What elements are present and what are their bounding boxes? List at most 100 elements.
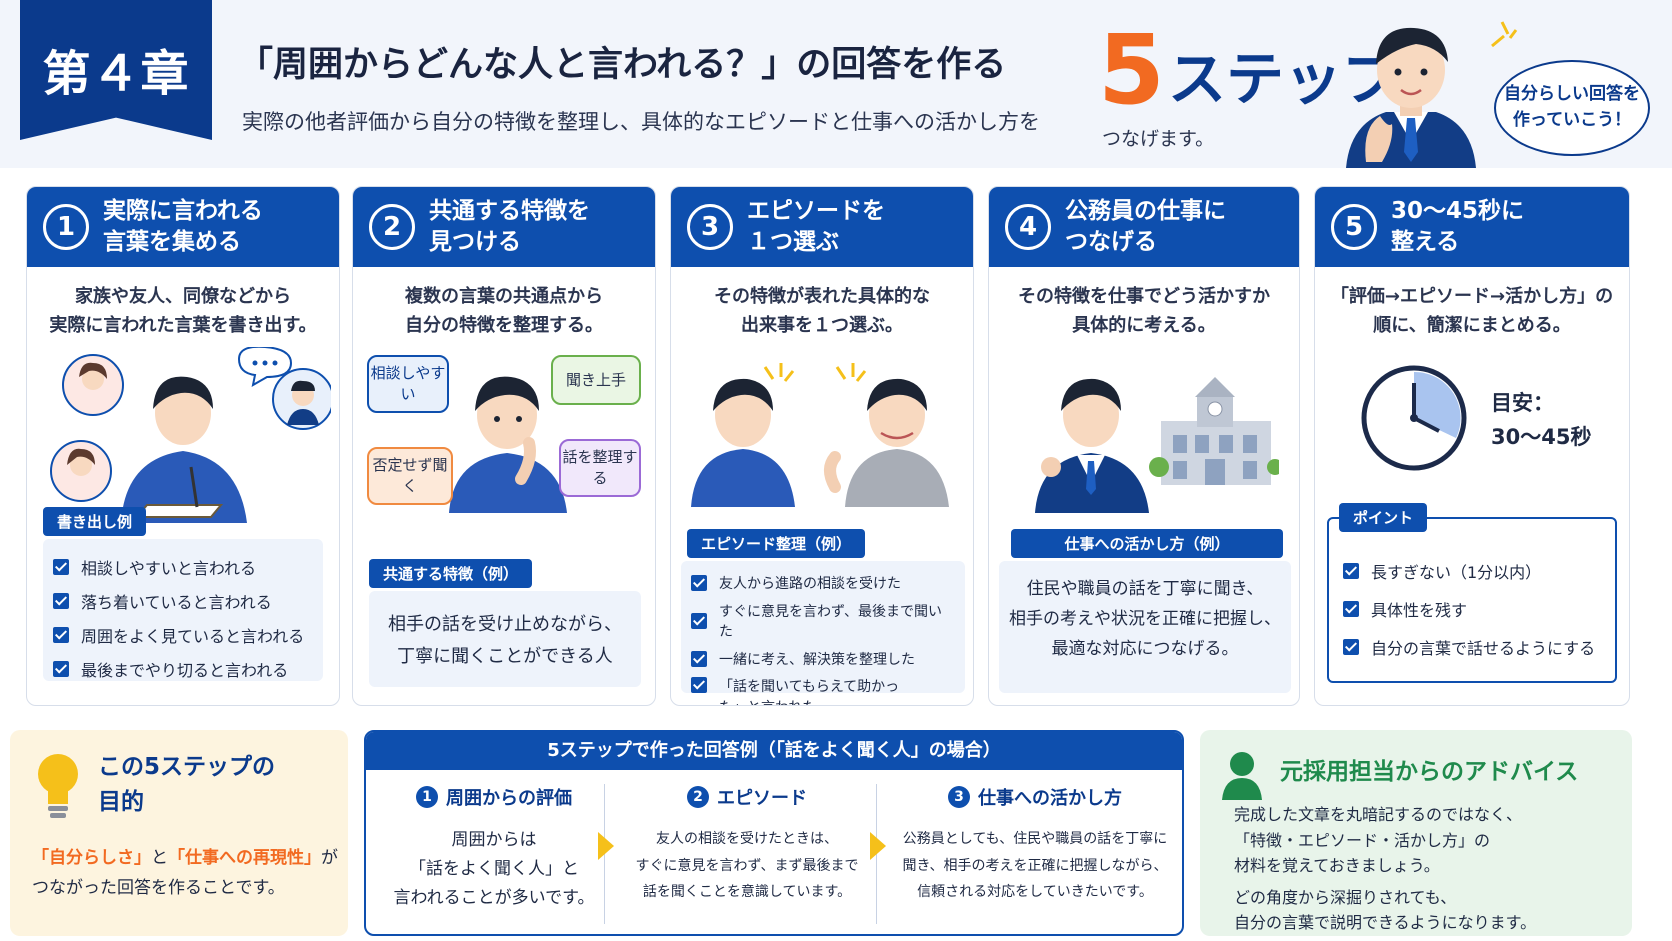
- step-tag: 仕事への活かし方（例）: [1011, 529, 1283, 558]
- step-word: ステップ: [1168, 45, 1401, 113]
- page-title: 「周囲からどんな人と言われる？」の回答を作る: [238, 45, 1007, 85]
- chapter-badge: 第４章: [20, 0, 212, 140]
- example-title: 5ステップで作った回答例（「話をよく聞く人」の場合）: [366, 732, 1182, 770]
- guide-label: 目安：: [1491, 391, 1554, 415]
- check-icon: [1343, 563, 1359, 579]
- bubble-organize: 話を整理する: [559, 439, 641, 497]
- step-header: 1 実際に言われる言葉を集める: [27, 187, 339, 267]
- step-title: 公務員の仕事につなげる: [1065, 197, 1226, 255]
- check-icon: [1343, 639, 1359, 655]
- speech-bubble: 自分らしい回答を 作っていこう！: [1494, 60, 1650, 156]
- purpose-box: この5ステップの目的 「自分らしさ」と「仕事への再現性」が つながった回答を作る…: [10, 730, 348, 936]
- episode-checklist: 友人から進路の相談を受けた すぐに意見を言わず、最後まで聞いた 一緒に考え、解決…: [681, 561, 965, 705]
- step-number: 5: [1331, 204, 1377, 250]
- step-number: 4: [1005, 204, 1051, 250]
- arrow-right-icon: [870, 832, 886, 860]
- guide-value: 30～45秒: [1491, 424, 1592, 449]
- bubble-consult: 相談しやすい: [367, 355, 449, 413]
- point-item: 自分の言葉で話せるようにする: [1343, 635, 1601, 659]
- purpose-title: この5ステップの目的: [98, 754, 276, 815]
- step-title: 実際に言われる言葉を集める: [103, 197, 263, 255]
- step-tag: 書き出し例: [43, 507, 147, 536]
- step-tag: 共通する特徴（例）: [369, 559, 533, 588]
- lightbulb-icon: [38, 754, 78, 818]
- application-box: 住民や職員の話を丁寧に聞き、相手の考えや状況を正確に把握し、最適な対応につなげる…: [999, 561, 1291, 693]
- checklist-item: 「話を聞いてもらえて助かった」と言われた: [691, 677, 955, 705]
- bubble-line: 自分らしい回答を: [1504, 84, 1640, 104]
- checklist-item: 周囲をよく見ていると言われる: [53, 623, 313, 647]
- step-card-2: 2 共通する特徴を見つける 複数の言葉の共通点から自分の特徴を整理する。 相談し…: [352, 186, 656, 706]
- bubble-line: 作っていこう！: [1512, 109, 1632, 130]
- example-num-badge: 3: [948, 786, 970, 808]
- checklist-item: 友人から進路の相談を受けた: [691, 573, 955, 593]
- step-header: 2 共通する特徴を見つける: [353, 187, 655, 267]
- person-silhouette-icon: [1222, 752, 1262, 800]
- step-header: 5 30～45秒に整える: [1315, 187, 1629, 267]
- feature-box: 相手の話を受け止めながら、丁寧に聞くことができる人: [369, 591, 641, 687]
- clock-icon: [1361, 365, 1467, 471]
- check-icon: [53, 593, 69, 609]
- bubble-listener: 聞き上手: [551, 355, 641, 405]
- step-description: 家族や友人、同僚などから実際に言われた言葉を書き出す。: [49, 286, 317, 336]
- officer-and-building-illustration-icon: [1035, 377, 1279, 513]
- check-icon: [53, 661, 69, 677]
- five-number: 5: [1098, 14, 1165, 126]
- sparkle-icon: [1491, 21, 1518, 48]
- arrow-right-icon: [598, 832, 614, 860]
- check-icon: [53, 559, 69, 575]
- checklist-item: 相談しやすいと言われる: [53, 555, 313, 579]
- advice-text: 完成した文章を丸暗記するのではなく、「特徴・エピソード・活かし方」の材料を覚えて…: [1234, 805, 1537, 933]
- check-icon: [691, 575, 707, 591]
- checklist-item: すぐに意見を言わず、最後まで聞いた: [691, 601, 955, 641]
- example-col-text: 周囲からは「話をよく聞く人」と言われることが多いです。: [393, 830, 595, 908]
- advice-box: 元採用担当からのアドバイス 完成した文章を丸暗記するのではなく、「特徴・エピソー…: [1200, 730, 1632, 936]
- step-description: その特徴が表れた具体的な出来事を１つ選ぶ。: [714, 286, 930, 336]
- example-col-text: 友人の相談を受けたときは、すぐに意見を言わず、まず最後まで話を聞くことを意識して…: [635, 831, 859, 901]
- step-card-1: 1 実際に言われる言葉を集める 家族や友人、同僚などから実際に言われた言葉を書き…: [26, 186, 340, 706]
- thinking-person-illustration-icon: [449, 376, 567, 513]
- step-number: 2: [369, 204, 415, 250]
- point-item: 具体性を残す: [1343, 597, 1601, 621]
- check-icon: [1343, 601, 1359, 617]
- points-box: 長すぎない（1分以内） 具体性を残す 自分の言葉で話せるようにする: [1327, 517, 1617, 683]
- check-icon: [691, 651, 707, 667]
- time-guide: 目安： 30～45秒: [1491, 387, 1591, 454]
- checklist-item: 最後までやり切ると言われる: [53, 657, 313, 681]
- step-title: 共通する特徴を見つける: [429, 197, 590, 255]
- step-header: 4 公務員の仕事につなげる: [989, 187, 1299, 267]
- step-tag: ポイント: [1339, 503, 1428, 532]
- purpose-text: 「自分らしさ」と「仕事への再現性」が つながった回答を作ることです。: [32, 848, 338, 898]
- example-num-badge: 2: [687, 786, 709, 808]
- step-number: 1: [43, 204, 89, 250]
- subtitle-line1: 実際の他者評価から自分の特徴を整理し、具体的なエピソードと仕事への活かし方を: [242, 110, 1040, 134]
- businessman-illustration-icon: [1346, 27, 1476, 168]
- checklist-item: 一緒に考え、解決策を整理した: [691, 649, 955, 669]
- step-number: 3: [687, 204, 733, 250]
- checklist: 相談しやすいと言われる 落ち着いていると言われる 周囲をよく見ていると言われる …: [43, 539, 323, 681]
- example-col-text: 公務員としても、住民や職員の話を丁寧に聞き、相手の考えを正確に把握しながら、信頼…: [902, 831, 1168, 901]
- writing-person-illustration-icon: [50, 347, 331, 523]
- check-icon: [691, 677, 707, 693]
- step-title: 30～45秒に整える: [1391, 197, 1525, 255]
- point-item: 長すぎない（1分以内）: [1343, 559, 1601, 583]
- check-icon: [53, 627, 69, 643]
- subtitle-line2: つなげます。: [1102, 128, 1215, 150]
- step-description: 複数の言葉の共通点から自分の特徴を整理する。: [405, 286, 603, 336]
- step-description: その特徴を仕事でどう活かすか具体的に考える。: [1018, 286, 1270, 336]
- step-description: 「評価→エピソード→活かし方」の順に、簡潔にまとめる。: [1330, 286, 1614, 336]
- step-card-4: 4 公務員の仕事につなげる その特徴を仕事でどう活かすか具体的に考える。 仕事へ…: [988, 186, 1300, 706]
- bubble-no-deny: 否定せず聞く: [367, 447, 453, 505]
- advice-title: 元採用担当からのアドバイス: [1280, 759, 1579, 785]
- step-tag: エピソード整理（例）: [687, 529, 866, 558]
- checklist-item: 落ち着いていると言われる: [53, 589, 313, 613]
- example-num-badge: 1: [416, 786, 438, 808]
